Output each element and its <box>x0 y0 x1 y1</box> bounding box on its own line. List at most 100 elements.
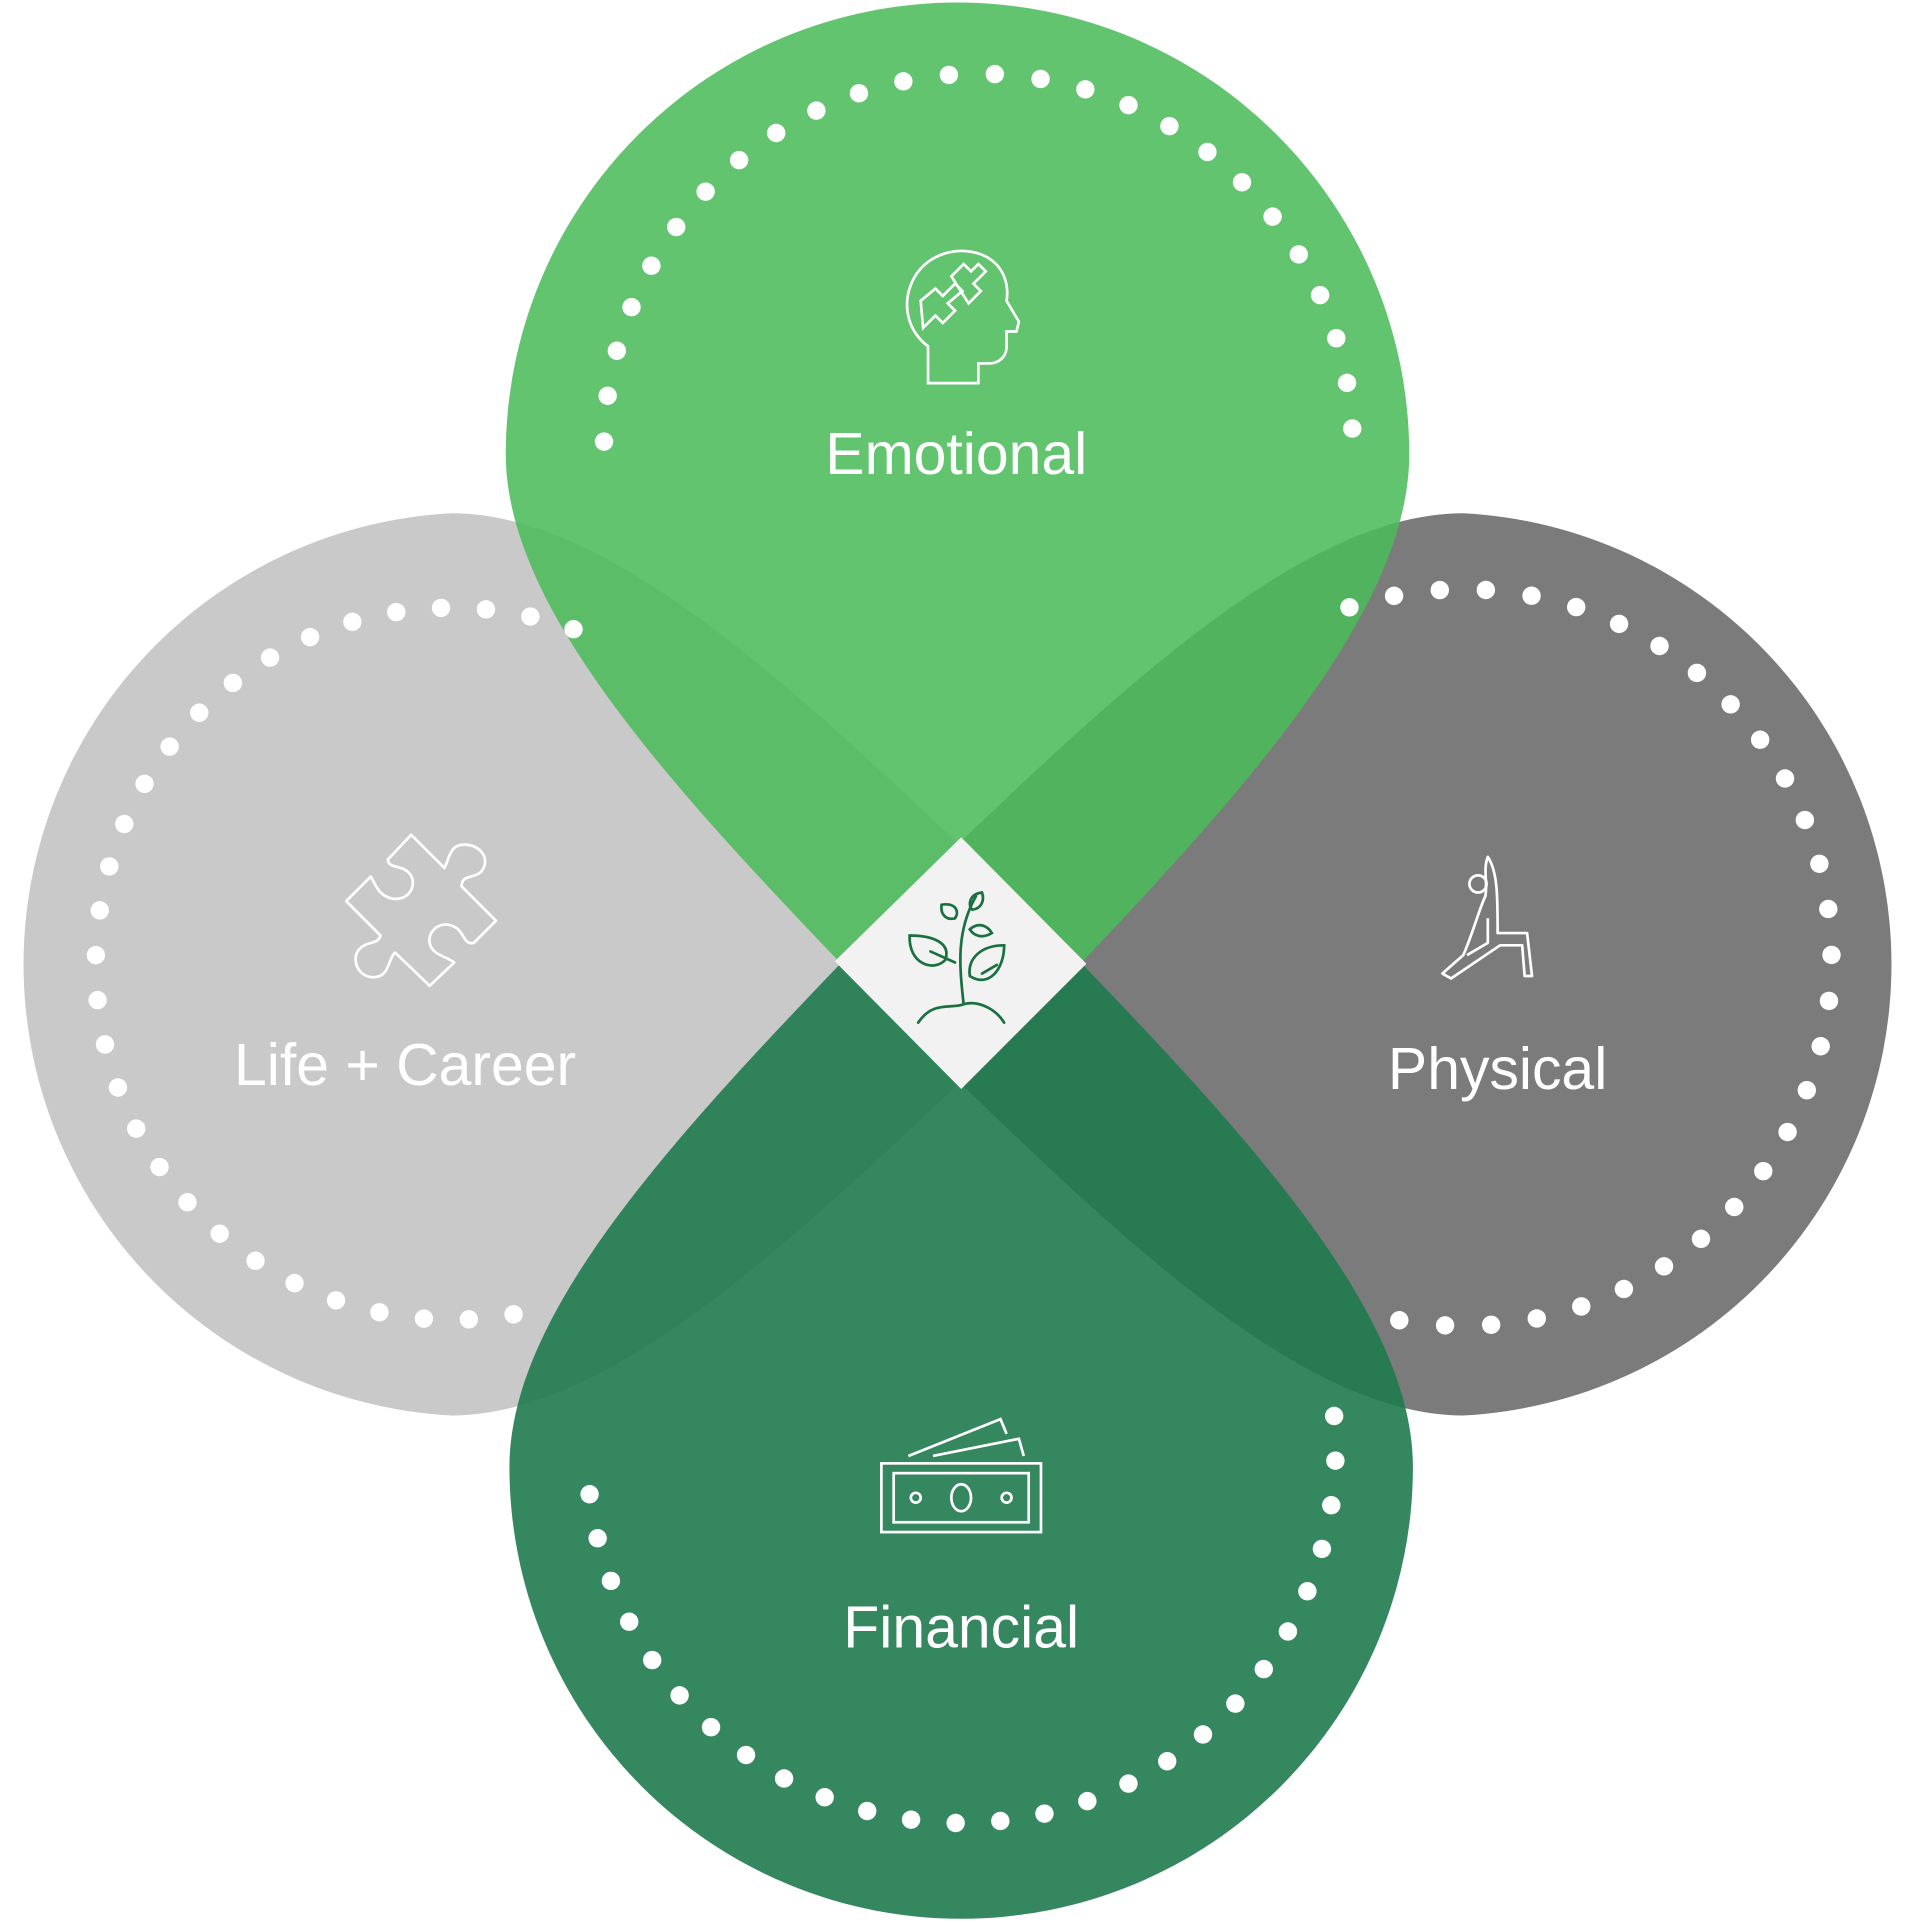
dots-financial-dot <box>815 1788 834 1807</box>
money-bills-icon <box>880 1417 1043 1534</box>
dots-emotional-dot <box>1343 419 1362 438</box>
dots-emotional-dot <box>667 217 686 237</box>
dots-physical-dot <box>1810 854 1829 873</box>
dots-physical-dot <box>1476 580 1496 600</box>
dots-life-career-dot <box>370 1303 389 1322</box>
dots-physical-dot <box>1567 597 1586 617</box>
dots-emotional-dot <box>807 101 826 120</box>
dots-physical-dot <box>1384 586 1404 606</box>
dots-financial-dot <box>991 1811 1010 1831</box>
dots-emotional-dot <box>894 72 913 91</box>
dots-emotional-dot <box>1337 373 1357 393</box>
dots-emotional-dot <box>696 182 715 201</box>
dots-financial-dot <box>1312 1539 1332 1559</box>
dots-emotional-dot <box>1289 245 1308 264</box>
dots-life-career-dot <box>246 1251 265 1270</box>
petal-label-life-career: Life + Career <box>234 1033 576 1098</box>
dots-life-career-dot <box>431 598 451 618</box>
dots-life-career-dot <box>326 1291 346 1310</box>
dots-physical-dot <box>1725 1197 1744 1217</box>
dots-physical-dot <box>1650 636 1669 656</box>
dots-life-career-dot <box>108 1078 128 1097</box>
dots-emotional-dot <box>1198 142 1217 162</box>
dots-physical-dot <box>1481 1315 1501 1335</box>
petal-financial <box>509 837 1413 1919</box>
dots-emotional-dot <box>729 150 749 170</box>
dots-physical-dot <box>1435 1316 1455 1335</box>
dots-emotional-dot <box>1327 328 1346 348</box>
dots-life-career-dot <box>88 990 107 1010</box>
dots-life-career-dot <box>387 602 406 622</box>
petal-emotional <box>505 2 1410 1089</box>
dots-physical-dot <box>1609 614 1629 634</box>
dots-financial-dot <box>774 1769 794 1788</box>
dots-financial-dot <box>1078 1791 1097 1811</box>
dots-physical-dot <box>1750 730 1770 749</box>
dots-emotional-dot <box>1160 116 1179 136</box>
dot-arcs <box>86 64 1841 1833</box>
dots-emotional-dot <box>1031 69 1050 89</box>
dots-life-career-dot <box>564 619 583 639</box>
dots-physical-dot <box>1811 1037 1830 1056</box>
head-puzzle-icon <box>905 249 1021 385</box>
dots-emotional-dot <box>1232 173 1252 192</box>
dots-life-career-dot <box>459 1310 479 1329</box>
dots-financial-dot <box>736 1745 756 1765</box>
stretching-person-icon <box>1441 855 1534 980</box>
dots-life-career-dot <box>135 774 154 794</box>
dots-physical-dot <box>1572 1297 1591 1316</box>
dots-financial-dot <box>1322 1495 1341 1515</box>
dots-financial-dot <box>1193 1725 1213 1744</box>
dots-financial-dot <box>1298 1581 1317 1601</box>
dots-financial-dot <box>946 1813 965 1833</box>
dots-life-career-dot <box>223 673 243 693</box>
dots-life-career-dot <box>521 607 540 626</box>
dots-life-career-dot <box>190 703 209 722</box>
dots-physical-dot <box>1754 1161 1773 1181</box>
dots-financial-dot <box>1226 1694 1245 1713</box>
dots-financial-dot <box>601 1571 621 1591</box>
dots-physical-dot <box>1795 810 1815 830</box>
dots-financial-dot <box>580 1485 599 1504</box>
dots-emotional-dot <box>594 432 614 451</box>
dots-financial-dot <box>701 1717 721 1737</box>
dots-financial-dot <box>1119 1774 1138 1793</box>
dots-emotional-dot <box>939 65 959 85</box>
dots-physical-dot <box>1797 1080 1817 1100</box>
dots-emotional-dot <box>642 256 661 275</box>
dots-physical-dot <box>1822 945 1841 965</box>
dots-life-career-dot <box>300 627 320 647</box>
dots-physical-dot <box>1430 580 1449 600</box>
dots-financial-dot <box>857 1801 877 1821</box>
dots-financial-dot <box>1157 1752 1177 1771</box>
puzzle-piece-icon <box>344 833 498 988</box>
dots-financial-dot <box>1324 1406 1344 1426</box>
dots-physical-dot <box>1340 598 1359 617</box>
dots-emotional-dot <box>1263 207 1282 226</box>
dots-financial-dot <box>642 1650 662 1670</box>
dots-life-career-dot <box>210 1224 229 1243</box>
dots-financial-dot <box>670 1686 689 1705</box>
dots-life-career-dot <box>86 945 106 965</box>
dots-physical-dot <box>1522 586 1541 605</box>
dots-life-career-dot <box>100 857 119 876</box>
dots-emotional-dot <box>767 123 786 143</box>
plant-sprout-icon <box>908 891 1006 1025</box>
dots-life-career-dot <box>504 1305 523 1324</box>
petal-label-physical: Physical <box>1388 1037 1607 1102</box>
dots-financial-dot <box>1278 1622 1298 1641</box>
dots-emotional-dot <box>1310 285 1330 305</box>
dots-life-career-dot <box>285 1273 304 1293</box>
dots-life-career-dot <box>476 600 496 619</box>
dots-physical-dot <box>1775 769 1795 788</box>
dots-life-career-dot <box>178 1193 197 1212</box>
dots-physical-dot <box>1527 1309 1546 1328</box>
dots-life-career-dot <box>414 1309 434 1328</box>
dots-emotional-dot <box>1076 80 1095 99</box>
dots-physical-dot <box>1654 1257 1674 1276</box>
petal-label-financial: Financial <box>843 1595 1079 1660</box>
dots-financial-dot <box>1254 1659 1273 1679</box>
dots-life-career-dot <box>160 737 179 756</box>
petal-label-emotional: Emotional <box>825 422 1087 487</box>
